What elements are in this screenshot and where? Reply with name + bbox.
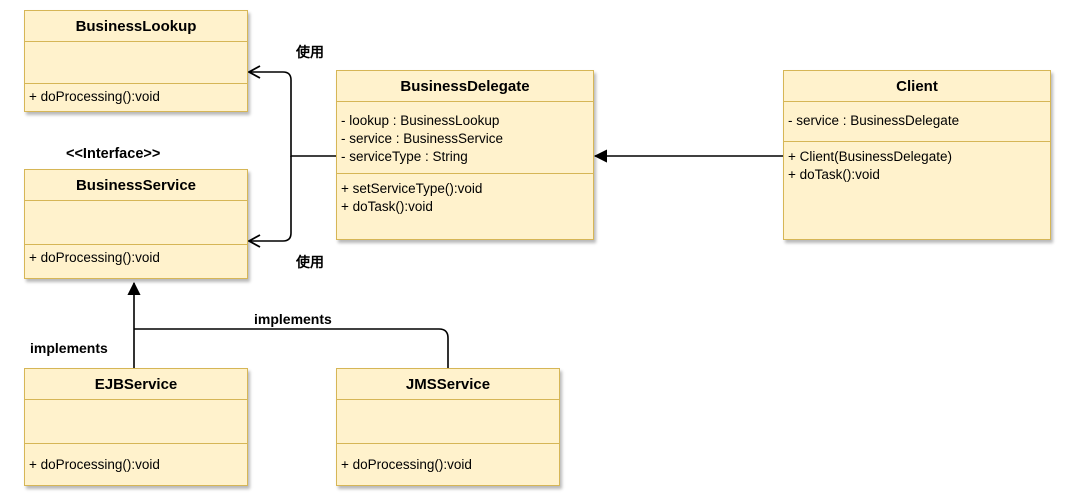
class-attributes: [25, 400, 247, 444]
class-name: BusinessLookup: [25, 11, 247, 42]
class-name: JMSService: [337, 369, 559, 400]
class-operations: + doProcessing():void: [25, 444, 247, 485]
class-name: Client: [784, 71, 1050, 102]
attribute: - lookup : BusinessLookup: [341, 113, 500, 128]
class-business-service[interactable]: BusinessService + doProcessing():void: [24, 169, 248, 279]
class-client[interactable]: Client - service : BusinessDelegate + Cl…: [783, 70, 1051, 240]
class-name: BusinessDelegate: [337, 71, 593, 102]
class-ejb-service[interactable]: EJBService + doProcessing():void: [24, 368, 248, 486]
attribute: - service : BusinessService: [341, 131, 504, 146]
stereotype-label: <<Interface>>: [66, 146, 161, 162]
class-business-lookup[interactable]: BusinessLookup + doProcessing():void: [24, 10, 248, 112]
operation: + doTask():void: [341, 199, 433, 214]
class-attributes: [337, 400, 559, 444]
class-name: EJBService: [25, 369, 247, 400]
operation: + setServiceType():void: [341, 181, 483, 196]
edge-label-uses-bottom: 使用: [296, 255, 324, 271]
class-attributes: [25, 42, 247, 84]
class-operations: + doProcessing():void: [25, 245, 247, 278]
delegate-uses-lookup-edge: [247, 65, 336, 157]
edge-label-implements-ejb: implements: [30, 340, 108, 356]
class-operations: + Client(BusinessDelegate) + doTask():vo…: [784, 142, 1050, 239]
operation: + doTask():void: [788, 167, 880, 182]
class-operations: + doProcessing():void: [337, 444, 559, 485]
operation: + doProcessing():void: [29, 457, 160, 472]
operation: + Client(BusinessDelegate): [788, 149, 952, 164]
class-operations: + setServiceType():void + doTask():void: [337, 174, 593, 239]
class-attributes: - service : BusinessDelegate: [784, 102, 1050, 142]
class-name: BusinessService: [25, 170, 247, 201]
class-operations: + doProcessing():void: [25, 84, 247, 111]
operation: + doProcessing():void: [29, 89, 160, 104]
attribute: - service : BusinessDelegate: [788, 113, 960, 128]
attribute: - serviceType : String: [341, 149, 468, 164]
delegate-uses-service-edge: [247, 156, 292, 248]
edge-label-implements-jms: implements: [254, 311, 332, 327]
edge-label-uses-top: 使用: [296, 45, 324, 61]
class-attributes: [25, 201, 247, 245]
class-jms-service[interactable]: JMSService + doProcessing():void: [336, 368, 560, 486]
jms-implements-service-edge: [134, 328, 449, 368]
operation: + doProcessing():void: [29, 250, 160, 265]
class-attributes: - lookup : BusinessLookup - service : Bu…: [337, 102, 593, 174]
operation: + doProcessing():void: [341, 457, 472, 472]
class-business-delegate[interactable]: BusinessDelegate - lookup : BusinessLook…: [336, 70, 594, 240]
